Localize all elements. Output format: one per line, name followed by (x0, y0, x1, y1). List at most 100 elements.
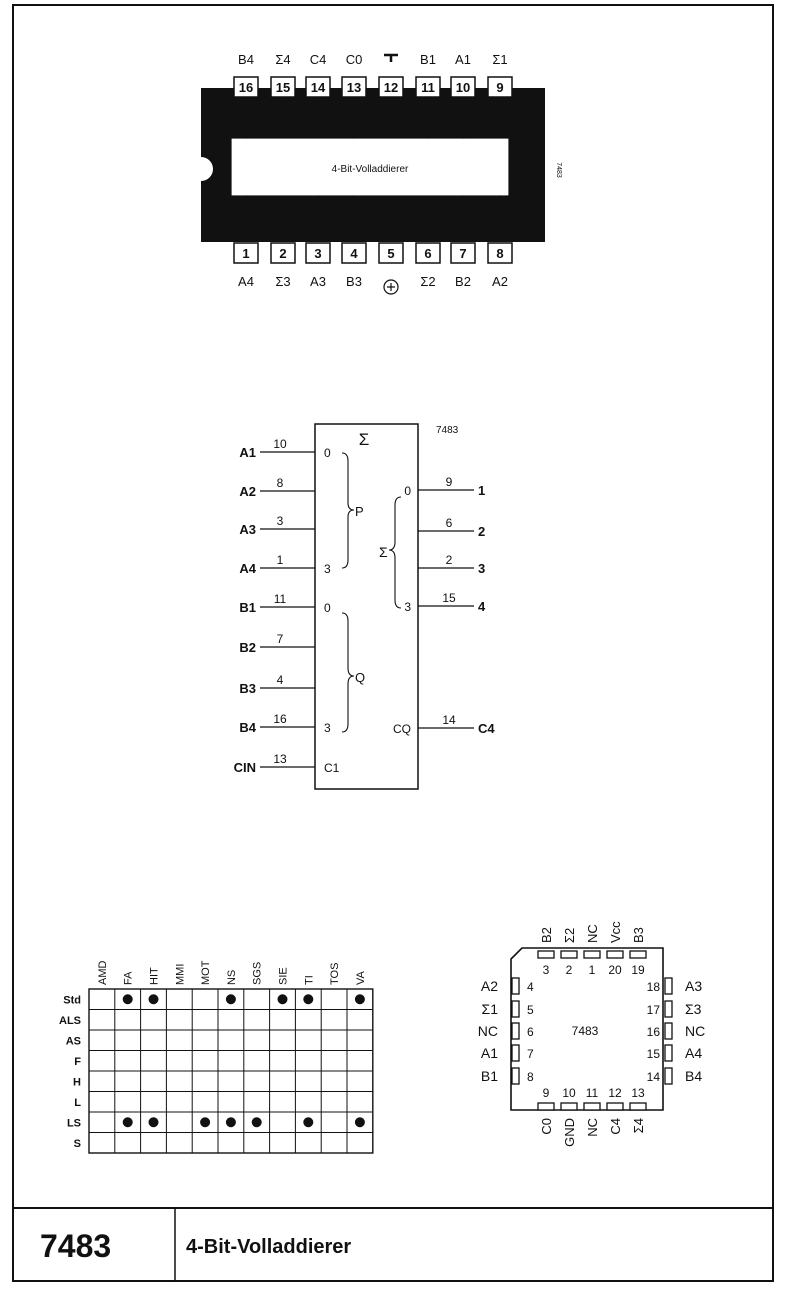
dip-pin-box-3 (305, 242, 331, 264)
plcc-pin-label-19: B3 (631, 927, 646, 943)
matrix-row-header-f: F (74, 1056, 81, 1068)
dip-pin-label-7: B2 (455, 274, 471, 289)
plcc-pad-4 (511, 977, 520, 995)
group-p-label: P (355, 504, 364, 519)
matrix-column-header-mmi: MMI (174, 964, 186, 985)
plcc-pad-7 (511, 1044, 520, 1062)
input-label-cin: CIN (234, 760, 256, 775)
input-index-b1: 0 (324, 601, 331, 615)
dip-pin-label-2: Σ3 (275, 274, 290, 289)
input-index-a4: 3 (324, 562, 331, 576)
matrix-column-header-hit: HIT (149, 967, 161, 985)
dip-pin-number-13: 13 (347, 80, 361, 95)
logic-symbol: 7483 Σ P Q Σ A1100A28A33A413B1110B27B34B… (234, 423, 495, 790)
input-label-b1: B1 (239, 600, 256, 615)
dip-pin-number-6: 6 (424, 246, 431, 261)
dip-pin-box-11 (415, 76, 441, 98)
input-pin-number-b3: 4 (277, 673, 284, 687)
dip-pin-box-1 (233, 242, 259, 264)
plcc-pad-8 (511, 1067, 520, 1085)
input-pin-number-b4: 16 (273, 712, 287, 726)
input-label-b2: B2 (239, 640, 256, 655)
ground-icon (384, 53, 398, 62)
plcc-pin-label-20: Vcc (608, 921, 623, 943)
output-index-4: 3 (404, 600, 411, 614)
input-pin-number-a3: 3 (277, 514, 284, 528)
dip-pin-number-12: 12 (384, 80, 398, 95)
dip-pin-box-7 (450, 242, 476, 264)
dip-pin-box-9 (487, 76, 513, 98)
plcc-pad-17 (664, 1000, 673, 1018)
plcc-pin-number-14: 14 (647, 1070, 661, 1084)
brace-p (341, 452, 355, 569)
matrix-column-header-amd: AMD (97, 961, 109, 986)
dip-pin-number-1: 1 (242, 246, 249, 261)
matrix-column-header-mot: MOT (200, 960, 212, 985)
output-pin-number-1: 9 (446, 475, 453, 489)
plcc-pin-number-2: 2 (566, 963, 573, 977)
plcc-pin-number-20: 20 (608, 963, 622, 977)
logic-box (314, 423, 419, 790)
dip-pin-box-14 (305, 76, 331, 98)
plcc-pad-1 (583, 950, 601, 959)
plcc-pin-number-6: 6 (527, 1025, 534, 1039)
plcc-pin-label-2: Σ2 (562, 928, 577, 943)
dip-pin-number-11: 11 (421, 80, 435, 95)
plcc-pin-number-3: 3 (543, 963, 550, 977)
matrix-column-header-ti: TI (303, 975, 315, 985)
input-label-a4: A4 (239, 561, 256, 576)
matrix-column-header-va: VA (355, 970, 367, 985)
plcc-center-label: 7483 (572, 1024, 599, 1038)
input-pin-number-a4: 1 (277, 553, 284, 567)
plcc-pad-13 (629, 1102, 647, 1111)
plcc-pin-label-13: Σ4 (631, 1118, 646, 1133)
plcc-pad-9 (537, 1102, 555, 1111)
plcc-pin-number-9: 9 (543, 1086, 550, 1100)
dip-pin-label-4: B3 (346, 274, 362, 289)
availability-dot (225, 994, 236, 1005)
dip-pin-label-15: Σ4 (275, 52, 290, 67)
matrix-column-header-sgs: SGS (252, 962, 264, 985)
dip-pin-number-3: 3 (314, 246, 321, 261)
availability-dot (122, 1117, 133, 1128)
input-label-a2: A2 (239, 484, 256, 499)
dip-pin-number-16: 16 (239, 80, 253, 95)
plcc-pin-label-16: NC (685, 1023, 705, 1039)
input-index-cin: C1 (324, 761, 340, 775)
logic-sigma: Σ (359, 430, 370, 449)
plcc-pin-number-15: 15 (647, 1047, 661, 1061)
plcc-pin-number-13: 13 (631, 1086, 645, 1100)
output-index-1: 0 (404, 484, 411, 498)
plcc-pin-label-6: NC (478, 1023, 498, 1039)
availability-dot (225, 1117, 236, 1128)
plcc-pin-label-5: Σ1 (482, 1001, 499, 1017)
input-pin-number-a1: 10 (273, 437, 287, 451)
plcc-pad-5 (511, 1000, 520, 1018)
plcc-pin-label-10: GND (562, 1118, 577, 1147)
dip-pin-number-10: 10 (456, 80, 470, 95)
dip-pin-label-14: C4 (310, 52, 327, 67)
matrix-row-header-ls: LS (67, 1117, 81, 1129)
plcc-pin-label-12: C4 (608, 1118, 623, 1135)
plcc-pad-19 (629, 950, 647, 959)
dip-pin-box-8 (487, 242, 513, 264)
matrix-row-header-s: S (74, 1138, 81, 1150)
input-pin-number-b2: 7 (277, 632, 284, 646)
plcc-pad-16 (664, 1022, 673, 1040)
input-label-b3: B3 (239, 681, 256, 696)
availability-dot (122, 994, 133, 1005)
dip-pin-number-5: 5 (387, 246, 394, 261)
plcc-pin-label-18: A3 (685, 978, 702, 994)
plcc-pin-number-17: 17 (647, 1003, 661, 1017)
output-pin-number-c4: 14 (442, 713, 456, 727)
dip-inner-box (230, 137, 510, 197)
plcc-pin-number-7: 7 (527, 1047, 534, 1061)
plcc-pin-label-8: B1 (481, 1068, 498, 1084)
input-label-b4: B4 (239, 720, 256, 735)
plcc-pad-15 (664, 1044, 673, 1062)
output-index-c4: CQ (393, 722, 411, 736)
input-label-a3: A3 (239, 522, 256, 537)
plcc-pin-label-7: A1 (481, 1045, 498, 1061)
dip-pin-number-4: 4 (350, 246, 358, 261)
